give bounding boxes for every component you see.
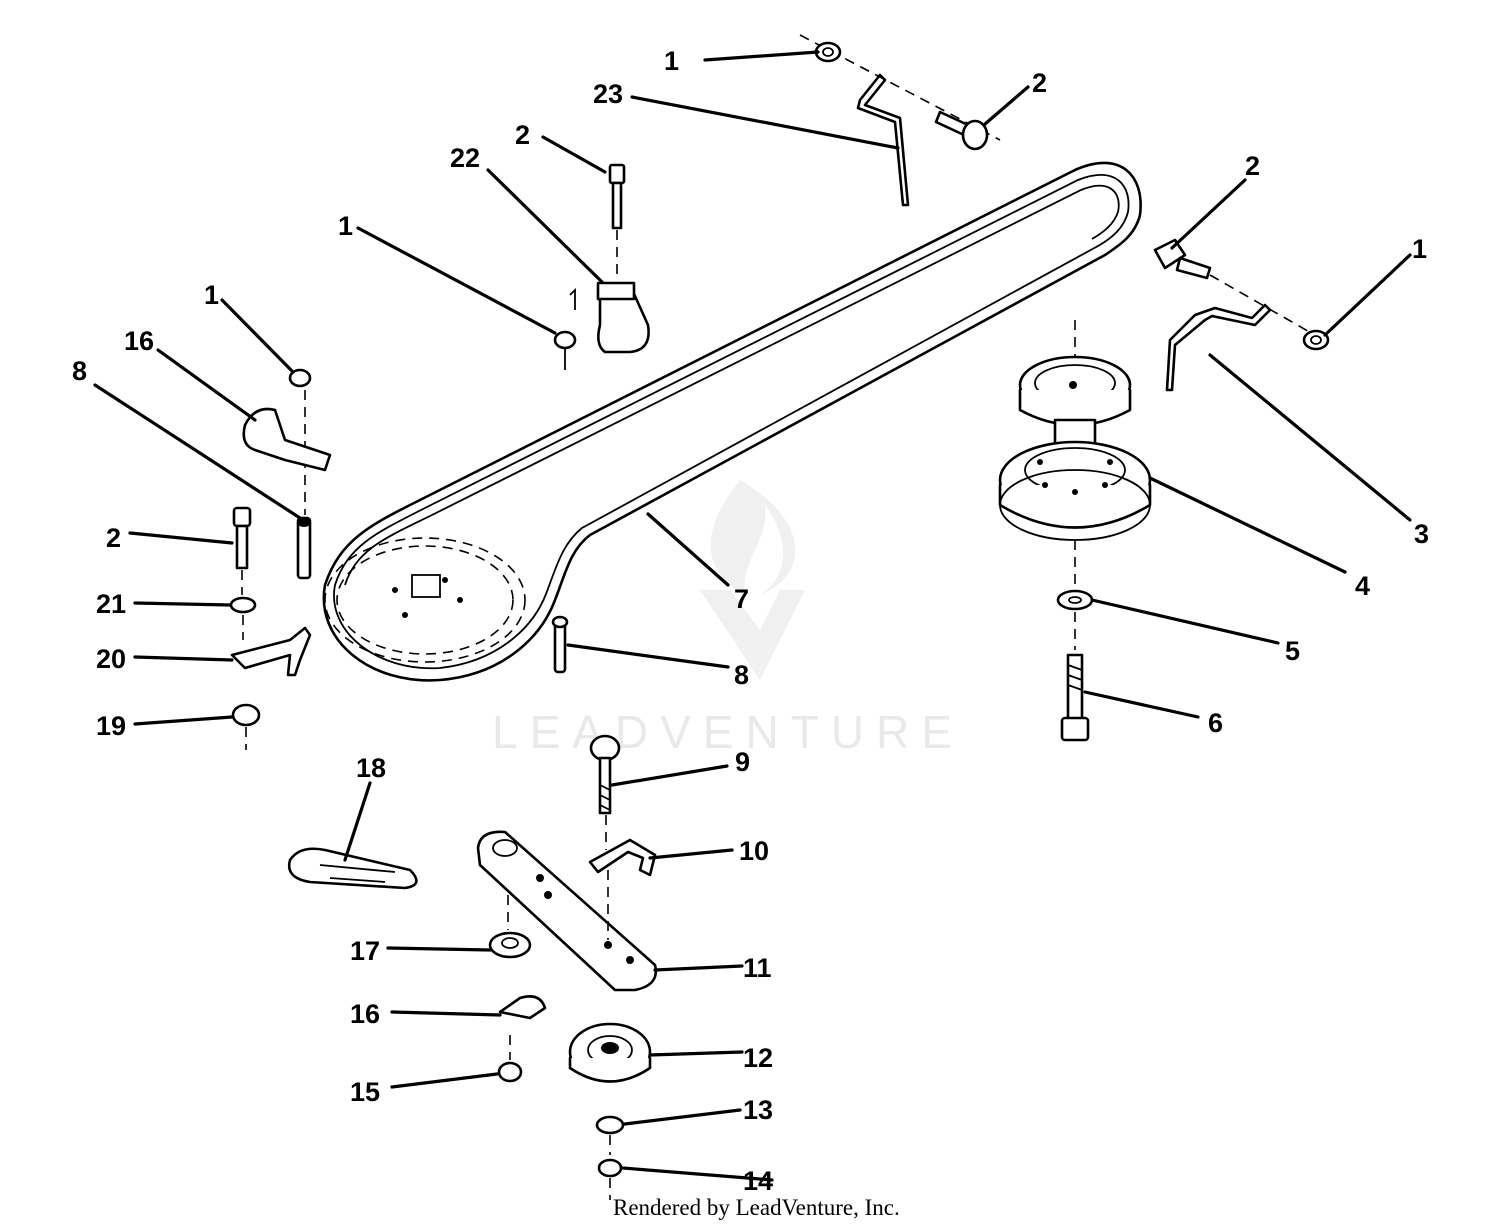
nut-15 <box>497 1035 523 1083</box>
stud-8-center <box>551 615 569 674</box>
callout-label: 16 <box>124 326 154 356</box>
watermark: LEADVENTURE <box>492 480 964 758</box>
clip-10 <box>588 838 657 877</box>
bolt-left <box>232 506 252 595</box>
callout-label: 1 <box>664 46 679 76</box>
callout-label: 7 <box>734 584 749 614</box>
stud-8-left <box>296 516 312 580</box>
drive-belt <box>322 161 1142 682</box>
callout-label: 6 <box>1208 708 1223 738</box>
nut-right <box>1302 329 1330 351</box>
bolt-22-top <box>608 163 626 280</box>
callout-label: 23 <box>593 79 623 109</box>
callouts: 1 23 2 2 22 1 2 1 1 16 8 3 4 2 21 7 20 8… <box>72 46 1429 1196</box>
bolt-right <box>1153 238 1321 339</box>
callout-label: 17 <box>350 936 380 966</box>
bolt-9 <box>589 734 621 850</box>
clip-16-top <box>242 407 332 472</box>
nut-left <box>288 368 312 515</box>
callout-label: 10 <box>739 836 769 866</box>
watermark-text: LEADVENTURE <box>492 706 964 758</box>
callout-label: 12 <box>743 1043 773 1073</box>
callout-label: 21 <box>96 589 126 619</box>
bracket-22 <box>569 281 650 354</box>
callout-label: 16 <box>350 999 380 1029</box>
callout-label: 22 <box>450 143 480 173</box>
pulley-4 <box>998 320 1152 585</box>
callout-label: 18 <box>356 753 386 783</box>
washer-5 <box>1056 589 1094 650</box>
bolt-6 <box>1060 653 1090 742</box>
clip-16-bottom <box>498 995 547 1020</box>
callout-label: 5 <box>1285 636 1300 666</box>
callout-label: 9 <box>735 747 750 777</box>
callout-label: 1 <box>338 211 353 241</box>
leader-lines <box>93 50 1412 1182</box>
callout-label: 1 <box>204 280 219 310</box>
callout-label: 1 <box>1412 234 1427 264</box>
washer-21 <box>229 596 257 640</box>
callout-label: 2 <box>515 120 530 150</box>
callout-label: 11 <box>743 953 772 983</box>
nut-22 <box>553 330 577 370</box>
keeper-18 <box>287 847 418 890</box>
callout-label: 2 <box>1245 151 1260 181</box>
bracket-20 <box>230 626 312 677</box>
callout-label: 8 <box>734 660 749 690</box>
idler-pulley-12 <box>568 1022 652 1083</box>
callout-label: 2 <box>1032 68 1047 98</box>
nut-14 <box>597 1158 623 1200</box>
callout-label: 4 <box>1355 571 1370 601</box>
washer-17 <box>488 895 532 959</box>
callout-label: 14 <box>743 1166 773 1196</box>
watermark-logo-icon <box>700 480 805 680</box>
callout-label: 20 <box>96 644 126 674</box>
callout-label: 3 <box>1414 519 1429 549</box>
plate-11 <box>476 830 658 992</box>
credit-text: Rendered by LeadVenture, Inc. <box>613 1195 900 1220</box>
bracket-3 <box>1165 303 1272 392</box>
washer-13 <box>595 1115 625 1155</box>
nut-19 <box>231 703 261 750</box>
callout-label: 13 <box>743 1095 773 1125</box>
callout-label: 8 <box>72 356 87 386</box>
callout-label: 15 <box>350 1077 380 1107</box>
callout-label: 19 <box>96 711 126 741</box>
bolt-top-right <box>934 110 989 151</box>
callout-label: 2 <box>106 523 121 553</box>
